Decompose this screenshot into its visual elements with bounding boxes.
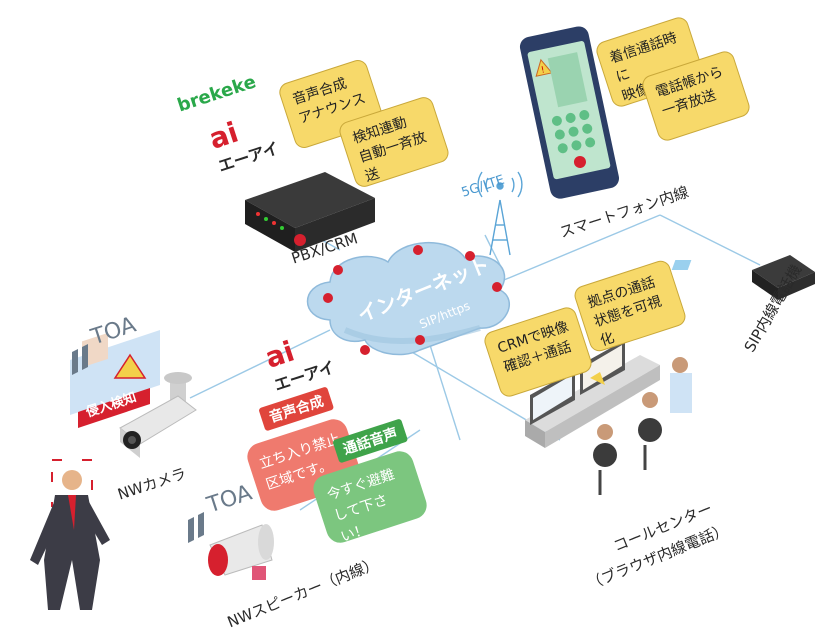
line-smartphone <box>479 214 661 291</box>
intrusion-panel <box>70 330 160 428</box>
line-speaker-2 <box>429 344 461 441</box>
call-center-scene <box>525 340 692 495</box>
svg-text:!: ! <box>540 65 546 76</box>
cloud-node <box>333 265 343 275</box>
smartphone-device: ! <box>519 26 620 199</box>
antenna-icon <box>477 171 523 256</box>
internet-cloud <box>306 241 511 356</box>
toa-logo-mark <box>72 344 204 543</box>
intruder-figure <box>30 459 110 610</box>
cloud-node <box>360 345 370 355</box>
cloud-node <box>415 335 425 345</box>
pbx-node <box>294 234 306 246</box>
pbx-server <box>245 121 375 252</box>
cloud-node <box>465 251 475 261</box>
cloud-node <box>492 282 502 292</box>
nw-speaker-device <box>208 524 274 580</box>
cloud-node <box>323 293 333 303</box>
line-antenna <box>484 234 501 266</box>
line-camera <box>189 329 331 399</box>
line-sip-phone <box>659 214 761 266</box>
sip-phone-device <box>671 255 815 300</box>
nw-camera-device <box>119 372 197 458</box>
cloud-node <box>413 245 423 255</box>
